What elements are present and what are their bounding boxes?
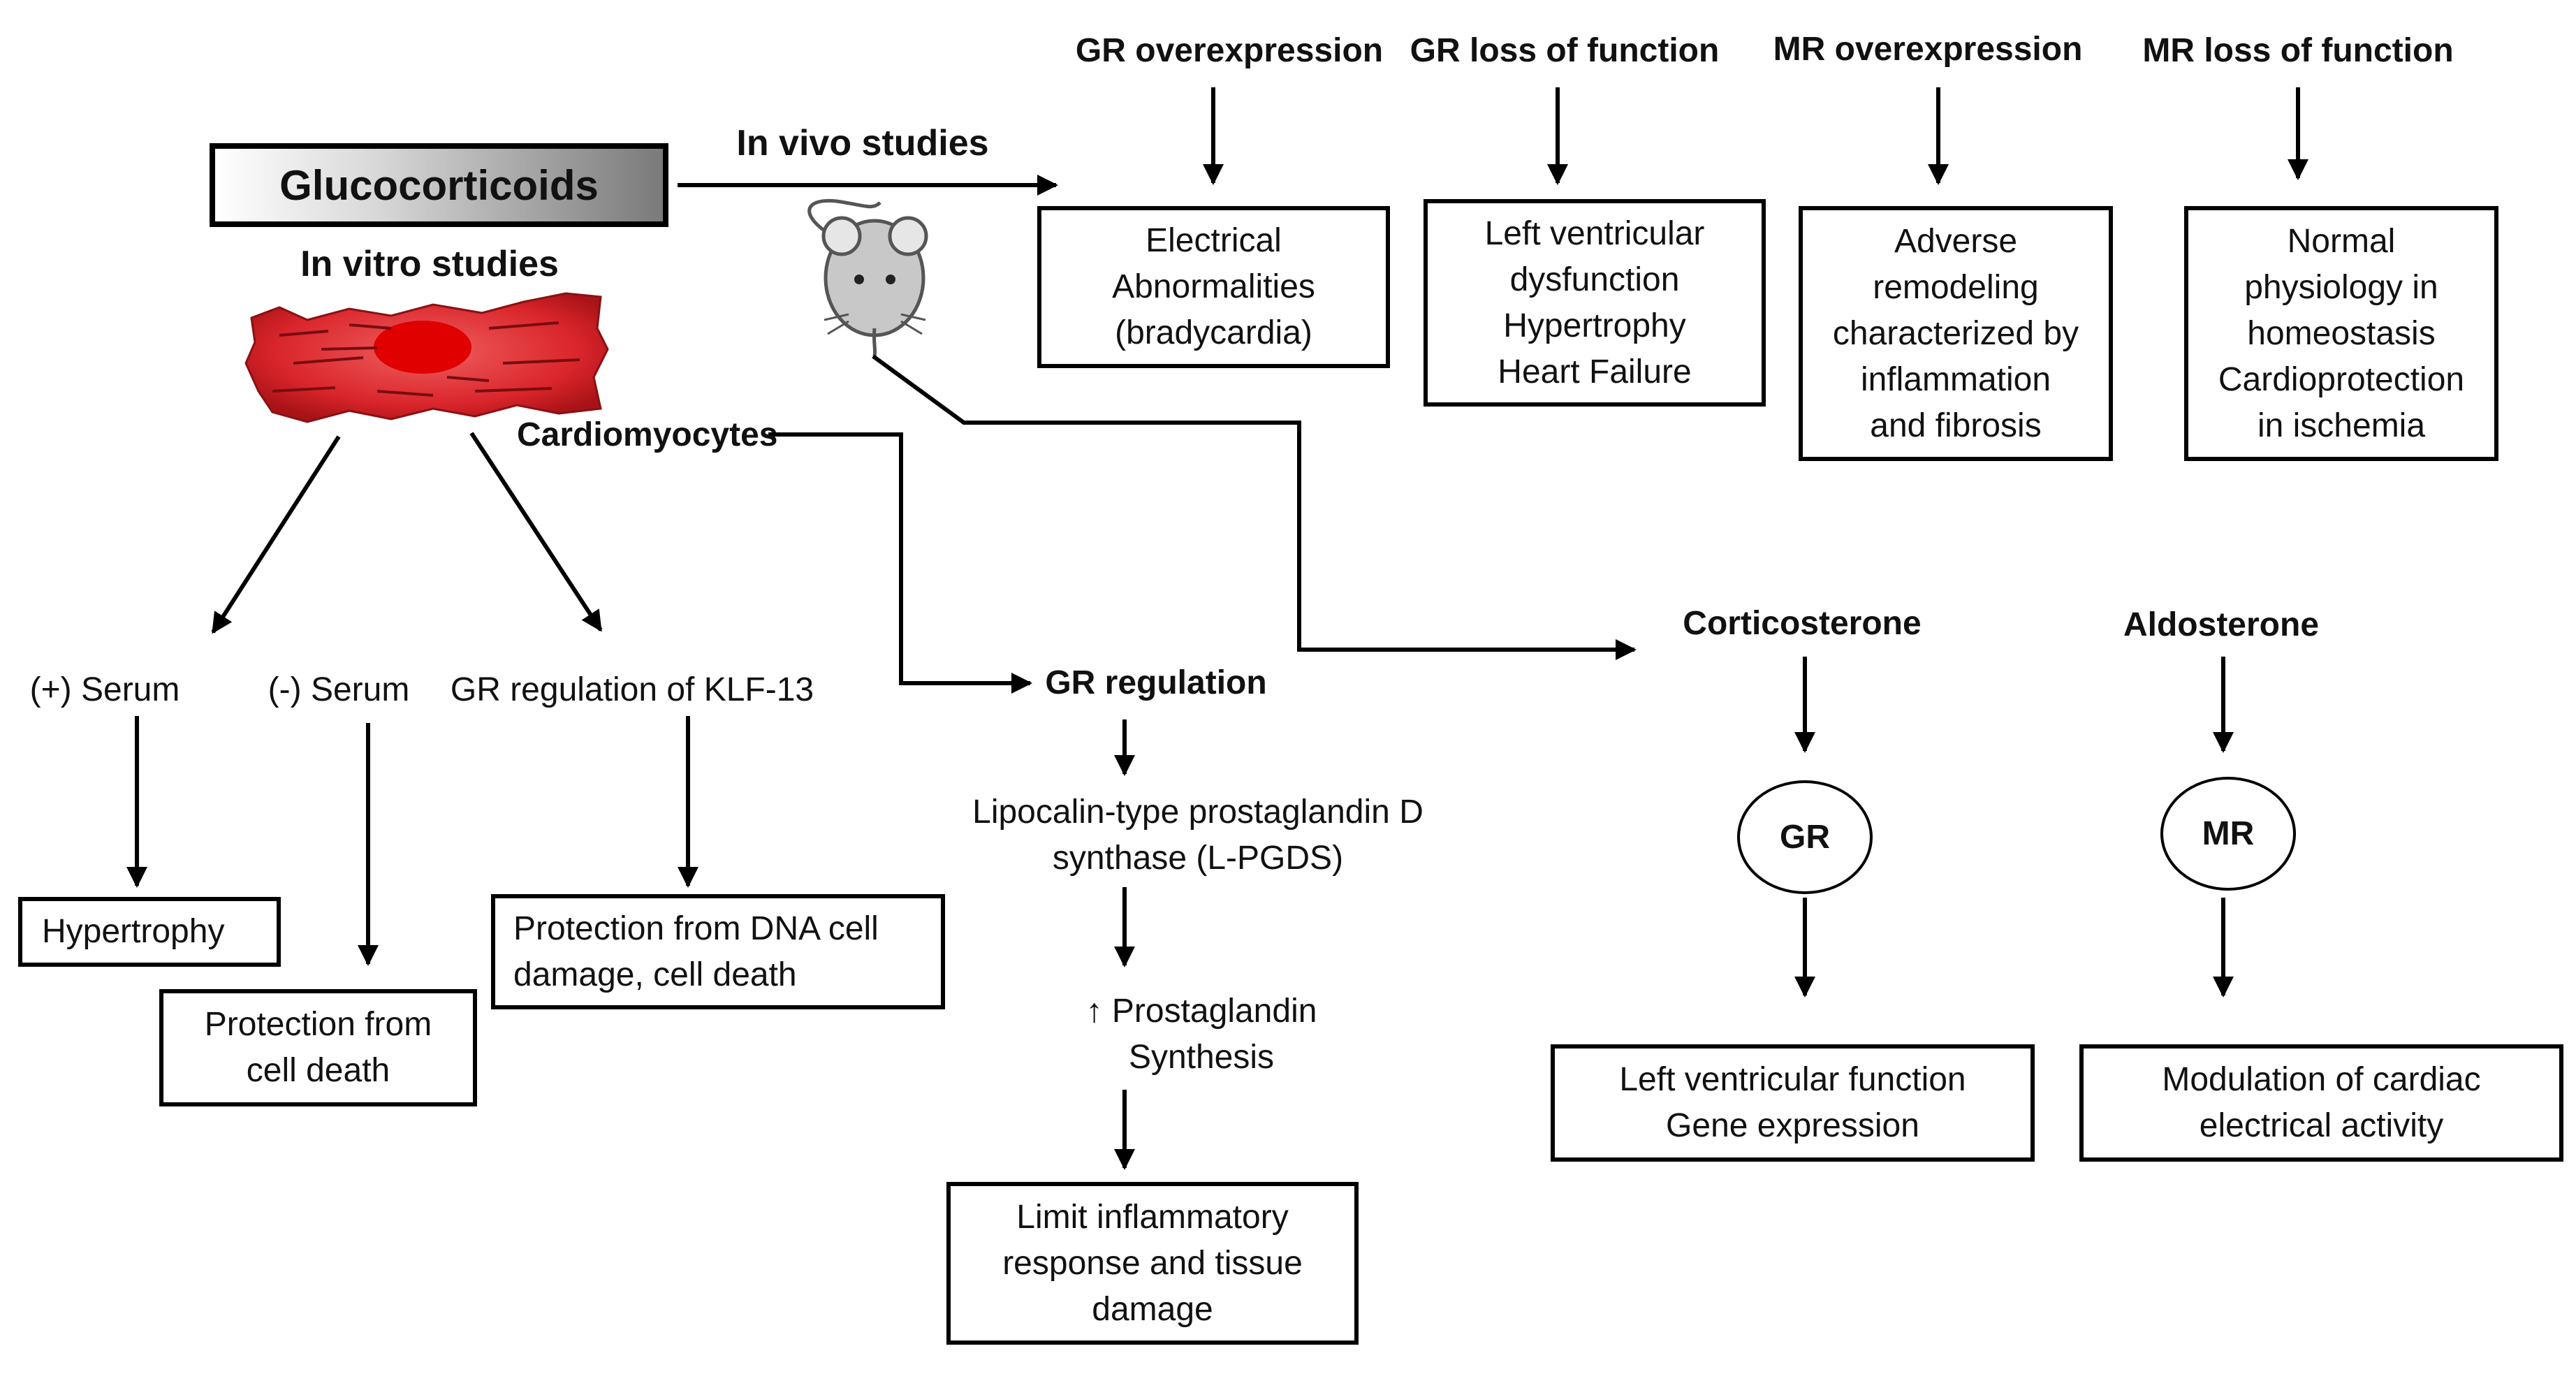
gr-regulation-label: GR regulation bbox=[1045, 664, 1267, 701]
adverse-remodeling-box: Adverse remodeling characterized by infl… bbox=[1799, 206, 2113, 461]
plus-serum-label: (+) Serum bbox=[29, 671, 180, 708]
gr-receptor-node: GR bbox=[1737, 780, 1873, 894]
in-vivo-title: In vivo studies bbox=[736, 123, 989, 163]
lpgds-label: Lipocalin-type prostaglandin D synthase … bbox=[972, 794, 1424, 877]
cardiomyocytes-label: Cardiomyocytes bbox=[517, 416, 778, 453]
cardiomyocyte-cell-icon bbox=[244, 292, 609, 423]
minus-serum-label: (-) Serum bbox=[268, 671, 410, 708]
in-vitro-title: In vitro studies bbox=[300, 244, 559, 284]
limit-inflammatory-box: Limit inflammatory response and tissue d… bbox=[946, 1182, 1359, 1345]
klf13-label: GR regulation of KLF-13 bbox=[450, 671, 814, 708]
gr-overexpression-header: GR overexpression bbox=[1075, 32, 1384, 69]
lv-dysfunction-box: Left ventricular dysfunction Hypertrophy… bbox=[1424, 199, 1766, 407]
gr-loss-header: GR loss of function bbox=[1410, 32, 1720, 69]
protection-dna-box: Protection from DNA cell damage, cell de… bbox=[491, 894, 945, 1009]
lv-function-box: Left ventricular function Gene expressio… bbox=[1551, 1044, 2035, 1162]
mouse-icon bbox=[807, 198, 928, 357]
mr-overexpression-header: MR overexpression bbox=[1773, 31, 2083, 68]
hypertrophy-box: Hypertrophy bbox=[18, 897, 281, 967]
mr-loss-header: MR loss of function bbox=[2142, 32, 2454, 69]
corticosterone-label: Corticosterone bbox=[1683, 605, 1922, 642]
mr-receptor-node: MR bbox=[2160, 777, 2296, 891]
protection-cell-death-box: Protection from cell death bbox=[159, 989, 477, 1106]
cardiac-electrical-box: Modulation of cardiac electrical activit… bbox=[2079, 1044, 2563, 1162]
electrical-abnormalities-box: Electrical Abnormalities (bradycardia) bbox=[1037, 206, 1390, 368]
aldosterone-label: Aldosterone bbox=[2123, 606, 2320, 643]
prostaglandin-label: ↑ Prostaglandin Synthesis bbox=[1085, 993, 1317, 1076]
glucocorticoids-box: Glucocorticoids bbox=[210, 143, 668, 227]
normal-physiology-box: Normal physiology in homeostasis Cardiop… bbox=[2184, 206, 2498, 461]
